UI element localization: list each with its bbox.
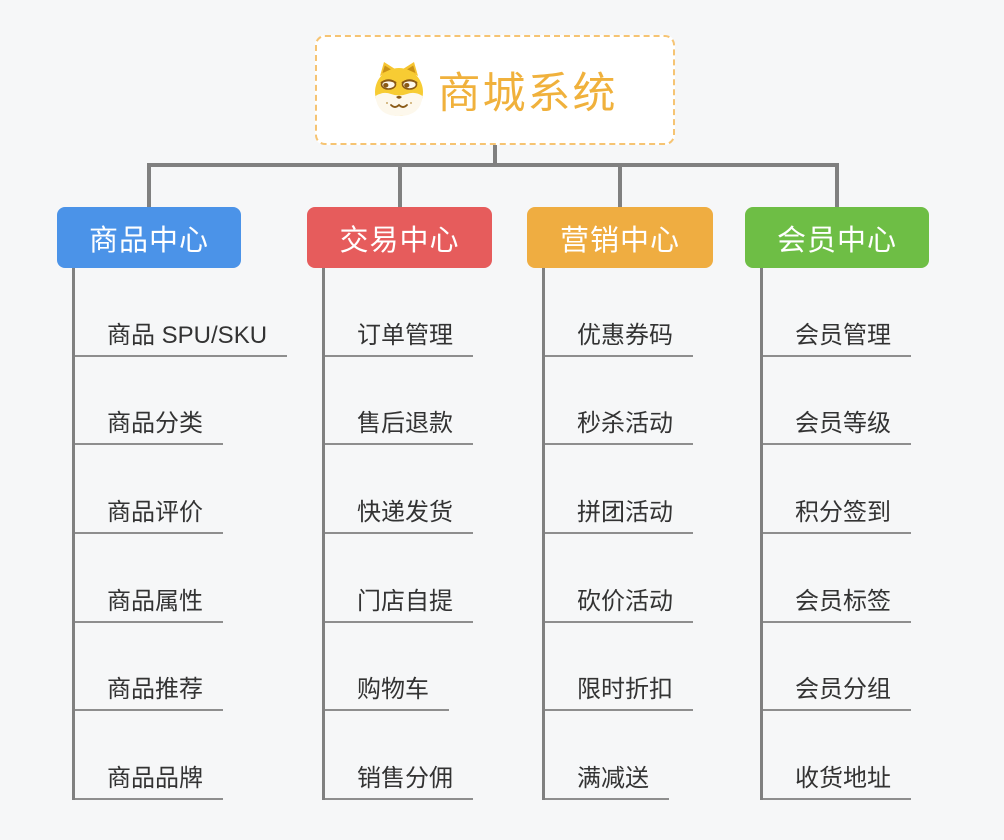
branch-leaves: 订单管理 售后退款 快递发货 门店自提 购物车 销售分佣 — [322, 268, 473, 801]
leaf-item[interactable]: 购物车 — [325, 623, 449, 712]
branch-leaves: 会员管理 会员等级 积分签到 会员标签 会员分组 收货地址 — [760, 268, 911, 801]
branch-label: 会员中心 — [776, 224, 897, 257]
connector-drop-1 — [147, 163, 151, 210]
doge-icon — [374, 62, 423, 116]
leaf-item[interactable]: 售后退款 — [325, 357, 473, 446]
leaf-item[interactable]: 商品属性 — [75, 534, 223, 623]
leaf-item[interactable]: 会员标签 — [763, 534, 911, 623]
root-title: 商城系统 — [437, 70, 618, 118]
branch-node-marketing-center[interactable]: 营销中心 — [527, 207, 713, 268]
connector-cross-bar — [147, 163, 837, 167]
connector-drop-2 — [398, 163, 402, 210]
leaf-item[interactable]: 商品品牌 — [75, 711, 223, 801]
branch-node-member-center[interactable]: 会员中心 — [745, 207, 929, 268]
connector-drop-4 — [835, 163, 839, 210]
leaf-item[interactable]: 快递发货 — [325, 445, 473, 535]
branch-label: 交易中心 — [339, 224, 460, 257]
leaf-item[interactable]: 满减送 — [545, 711, 669, 801]
connector-drop-3 — [618, 163, 622, 210]
branch-leaves: 优惠券码 秒杀活动 拼团活动 砍价活动 限时折扣 满减送 — [542, 268, 693, 801]
leaf-item[interactable]: 拼团活动 — [545, 445, 693, 535]
leaf-item[interactable]: 销售分佣 — [325, 711, 473, 801]
leaf-item[interactable]: 积分签到 — [763, 445, 911, 535]
leaf-item[interactable]: 秒杀活动 — [545, 357, 693, 446]
leaf-item[interactable]: 收货地址 — [763, 711, 911, 801]
leaf-item[interactable]: 会员管理 — [763, 268, 911, 357]
branch-member-center: 会员中心 会员管理 会员等级 积分签到 会员标签 会员分组 收货地址 — [745, 207, 929, 801]
leaf-item[interactable]: 会员等级 — [763, 357, 911, 446]
leaf-item[interactable]: 门店自提 — [325, 534, 473, 623]
branch-leaves: 商品 SPU/SKU 商品分类 商品评价 商品属性 商品推荐 商品品牌 — [72, 268, 288, 801]
leaf-item[interactable]: 会员分组 — [763, 623, 911, 712]
branch-product-center: 商品中心 商品 SPU/SKU 商品分类 商品评价 商品属性 商品推荐 商品品牌 — [57, 207, 288, 801]
leaf-item[interactable]: 商品评价 — [75, 445, 223, 535]
root-node-mall-system[interactable]: 商城系统 — [315, 35, 675, 145]
leaf-item[interactable]: 商品推荐 — [75, 623, 223, 712]
leaf-item[interactable]: 商品分类 — [75, 357, 223, 446]
leaf-item[interactable]: 限时折扣 — [545, 623, 693, 712]
branch-trade-center: 交易中心 订单管理 售后退款 快递发货 门店自提 购物车 销售分佣 — [307, 207, 492, 801]
leaf-item[interactable]: 订单管理 — [325, 268, 473, 357]
branch-node-trade-center[interactable]: 交易中心 — [307, 207, 492, 268]
branch-label: 营销中心 — [559, 224, 680, 257]
branch-label: 商品中心 — [88, 224, 209, 257]
branch-marketing-center: 营销中心 优惠券码 秒杀活动 拼团活动 砍价活动 限时折扣 满减送 — [527, 207, 713, 801]
branch-node-product-center[interactable]: 商品中心 — [57, 207, 241, 268]
leaf-item[interactable]: 砍价活动 — [545, 534, 693, 623]
connector-root-stem — [493, 145, 497, 166]
leaf-item[interactable]: 商品 SPU/SKU — [75, 268, 288, 357]
leaf-item[interactable]: 优惠券码 — [545, 268, 693, 357]
